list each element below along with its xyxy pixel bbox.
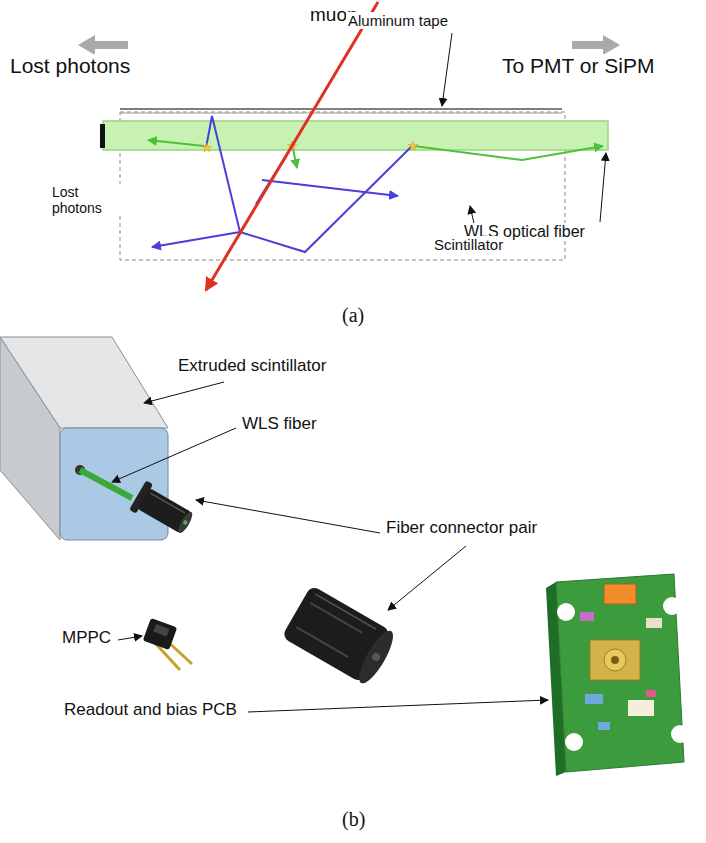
shifted-photon (148, 140, 204, 146)
part-label: Extruded scintillator (176, 356, 328, 376)
bar-side-face (0, 337, 60, 540)
leader-line (196, 500, 380, 533)
absorption-star (408, 141, 418, 150)
mounting-notch (671, 725, 689, 743)
pcb-component (646, 690, 656, 697)
bar-front-face (60, 428, 168, 540)
leader-line (112, 428, 236, 482)
absorption-star (202, 143, 212, 152)
part-label: WLS fiber (240, 414, 319, 434)
annotation-label: Lost photons (8, 54, 132, 78)
part-label: Aluminum tape (346, 12, 450, 29)
photon-rays (148, 116, 603, 252)
annotation-label: To PMT or SiPM (500, 54, 656, 78)
grey-arrow (572, 35, 620, 55)
photon-ray (262, 180, 398, 196)
mppc-symbol (143, 618, 192, 670)
panel-label: (a) (340, 304, 366, 327)
connector-end (353, 627, 399, 688)
aluminum-tape (120, 108, 562, 110)
part-label: Scintillator (432, 236, 505, 253)
arrow-shaft (572, 41, 606, 49)
scintillator-sketch (100, 109, 608, 260)
fiber-tip (182, 519, 188, 525)
part-label: MPPC (60, 628, 113, 648)
connector-slit (310, 603, 362, 633)
shifted-photon (293, 149, 297, 168)
highlight (315, 594, 376, 629)
pcb-board (556, 574, 684, 772)
aluminum-tape (120, 113, 562, 114)
connector-hole (371, 652, 382, 663)
pcb-component (646, 618, 662, 628)
wls-fiber (80, 470, 132, 498)
part-label: Fiber connector pair (384, 518, 539, 538)
photon-ray (206, 116, 240, 232)
mppc-window (153, 624, 169, 636)
leader-line (118, 636, 142, 640)
photon-ray (240, 146, 412, 252)
fiber-connector (129, 480, 197, 539)
sma-connector (590, 640, 640, 680)
fiber-end-cap (100, 124, 105, 148)
mounting-notch (565, 733, 583, 751)
absorption-stars (202, 141, 418, 152)
annotation-label: Lost photons (50, 184, 124, 216)
mounting-notch (663, 597, 681, 615)
shifted-photon (414, 146, 603, 160)
connector-slit (296, 627, 348, 657)
pcb-component (628, 700, 654, 716)
pcb-component (585, 694, 603, 704)
pcb-component (580, 612, 594, 621)
fiber-connector (281, 585, 398, 687)
mppc-body (143, 618, 178, 650)
leader-line (388, 546, 466, 610)
leader-line (600, 153, 606, 222)
sma-connector (604, 649, 626, 671)
arrow-head (78, 35, 95, 55)
connector-end (176, 510, 195, 535)
muon-track (206, 2, 378, 290)
panel-label: (b) (340, 808, 367, 831)
readout-pcb (546, 574, 689, 776)
pcb-component (598, 722, 610, 730)
grey-arrow (78, 35, 128, 55)
arrow-shaft (92, 41, 128, 49)
pcb-component (604, 584, 636, 604)
leader-line (144, 382, 224, 403)
highlight (150, 493, 185, 513)
sma-connector (611, 656, 619, 664)
arrow-head (603, 35, 620, 55)
part-label: Readout and bias PCB (62, 700, 239, 720)
leader-line (248, 700, 548, 712)
leader-line (442, 33, 452, 106)
wls-fiber-band (103, 121, 608, 150)
photon-ray (152, 232, 240, 247)
mounting-notch (557, 603, 575, 621)
